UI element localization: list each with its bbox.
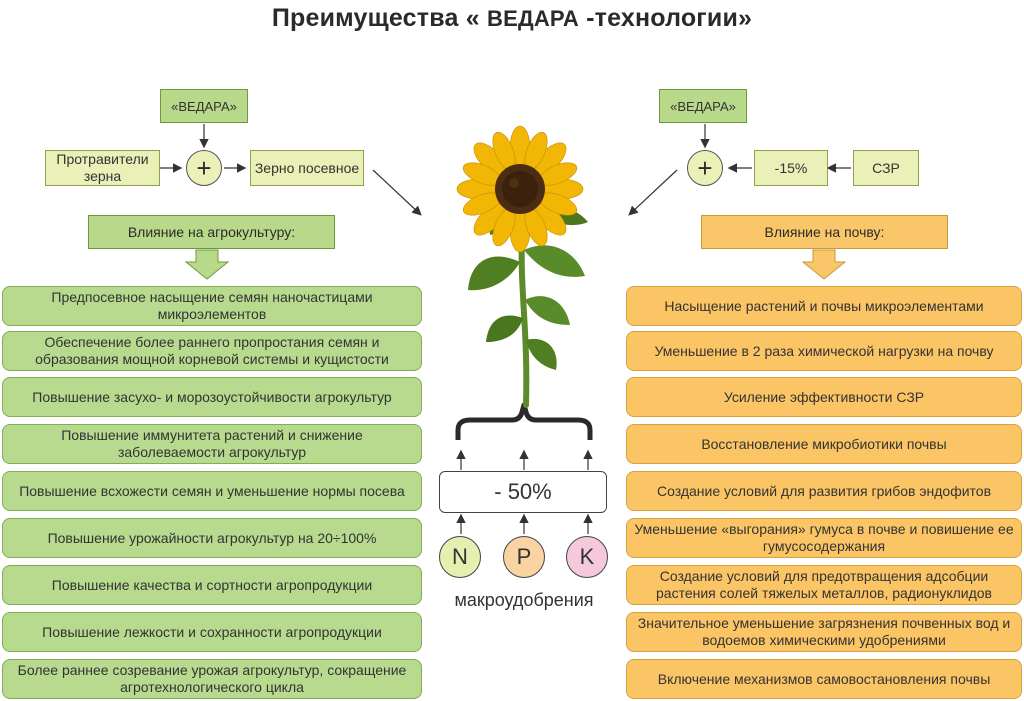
percent-box: - 50% xyxy=(439,471,607,513)
right-item: Создание условий для предотвращения адсо… xyxy=(626,565,1022,605)
right-item: Включение механизмов самовостановления п… xyxy=(626,659,1022,699)
szr-box: СЗР xyxy=(853,150,919,186)
right-item: Создание условий для развития грибов энд… xyxy=(626,471,1022,511)
zerno-box: Зерно посевное xyxy=(250,150,364,186)
left-item: Повышение лежкости и сохранности агропро… xyxy=(2,612,422,652)
reduction-box: -15% xyxy=(754,150,828,186)
right-item: Уменьшение «выгорания» гумуса в почве и … xyxy=(626,518,1022,558)
left-item: Повышение качества и сортности агропроду… xyxy=(2,565,422,605)
title-brand: ВЕДАРА xyxy=(486,6,579,31)
nutrient-k-icon: K xyxy=(566,536,608,578)
left-vedara-box: «ВЕДАРА» xyxy=(160,89,248,123)
left-item: Предпосевное насыщение семян наночастица… xyxy=(2,286,422,326)
page-title: Преимущества « ВЕДАРА -технологии» xyxy=(0,4,1024,33)
right-vedara-box: «ВЕДАРА» xyxy=(659,89,747,123)
left-item: Повышение урожайности агрокультур на 20÷… xyxy=(2,518,422,558)
right-plus-icon: + xyxy=(687,150,723,186)
right-item: Усиление эффективности СЗР xyxy=(626,377,1022,417)
right-item: Насыщение растений и почвы микроэлемента… xyxy=(626,286,1022,326)
title-suffix: -технологии» xyxy=(586,4,753,32)
left-item: Более раннее созревание урожая агрокульт… xyxy=(2,659,422,699)
right-item: Восстановление микробиотики почвы xyxy=(626,424,1022,464)
left-item: Обеспечение более раннего пропростания с… xyxy=(2,331,422,371)
left-item: Повышение всхожести семян и уменьшение н… xyxy=(2,471,422,511)
left-item: Повышение иммунитета растений и снижение… xyxy=(2,424,422,464)
left-header: Влияние на агрокультуру: xyxy=(88,215,335,249)
protravitel-box: Протравители зерна xyxy=(45,150,160,186)
right-header: Влияние на почву: xyxy=(701,215,948,249)
right-item: Значительное уменьшение загрязнения почв… xyxy=(626,612,1022,652)
left-item: Повышение засухо- и морозоустойчивости а… xyxy=(2,377,422,417)
right-item: Уменьшение в 2 раза химической нагрузки … xyxy=(626,331,1022,371)
title-prefix: Преимущества « xyxy=(271,4,480,32)
nutrient-n-icon: N xyxy=(439,536,481,578)
nutrient-p-icon: P xyxy=(503,536,545,578)
macro-label: макроудобрения xyxy=(454,590,594,610)
left-plus-icon: + xyxy=(186,150,222,186)
